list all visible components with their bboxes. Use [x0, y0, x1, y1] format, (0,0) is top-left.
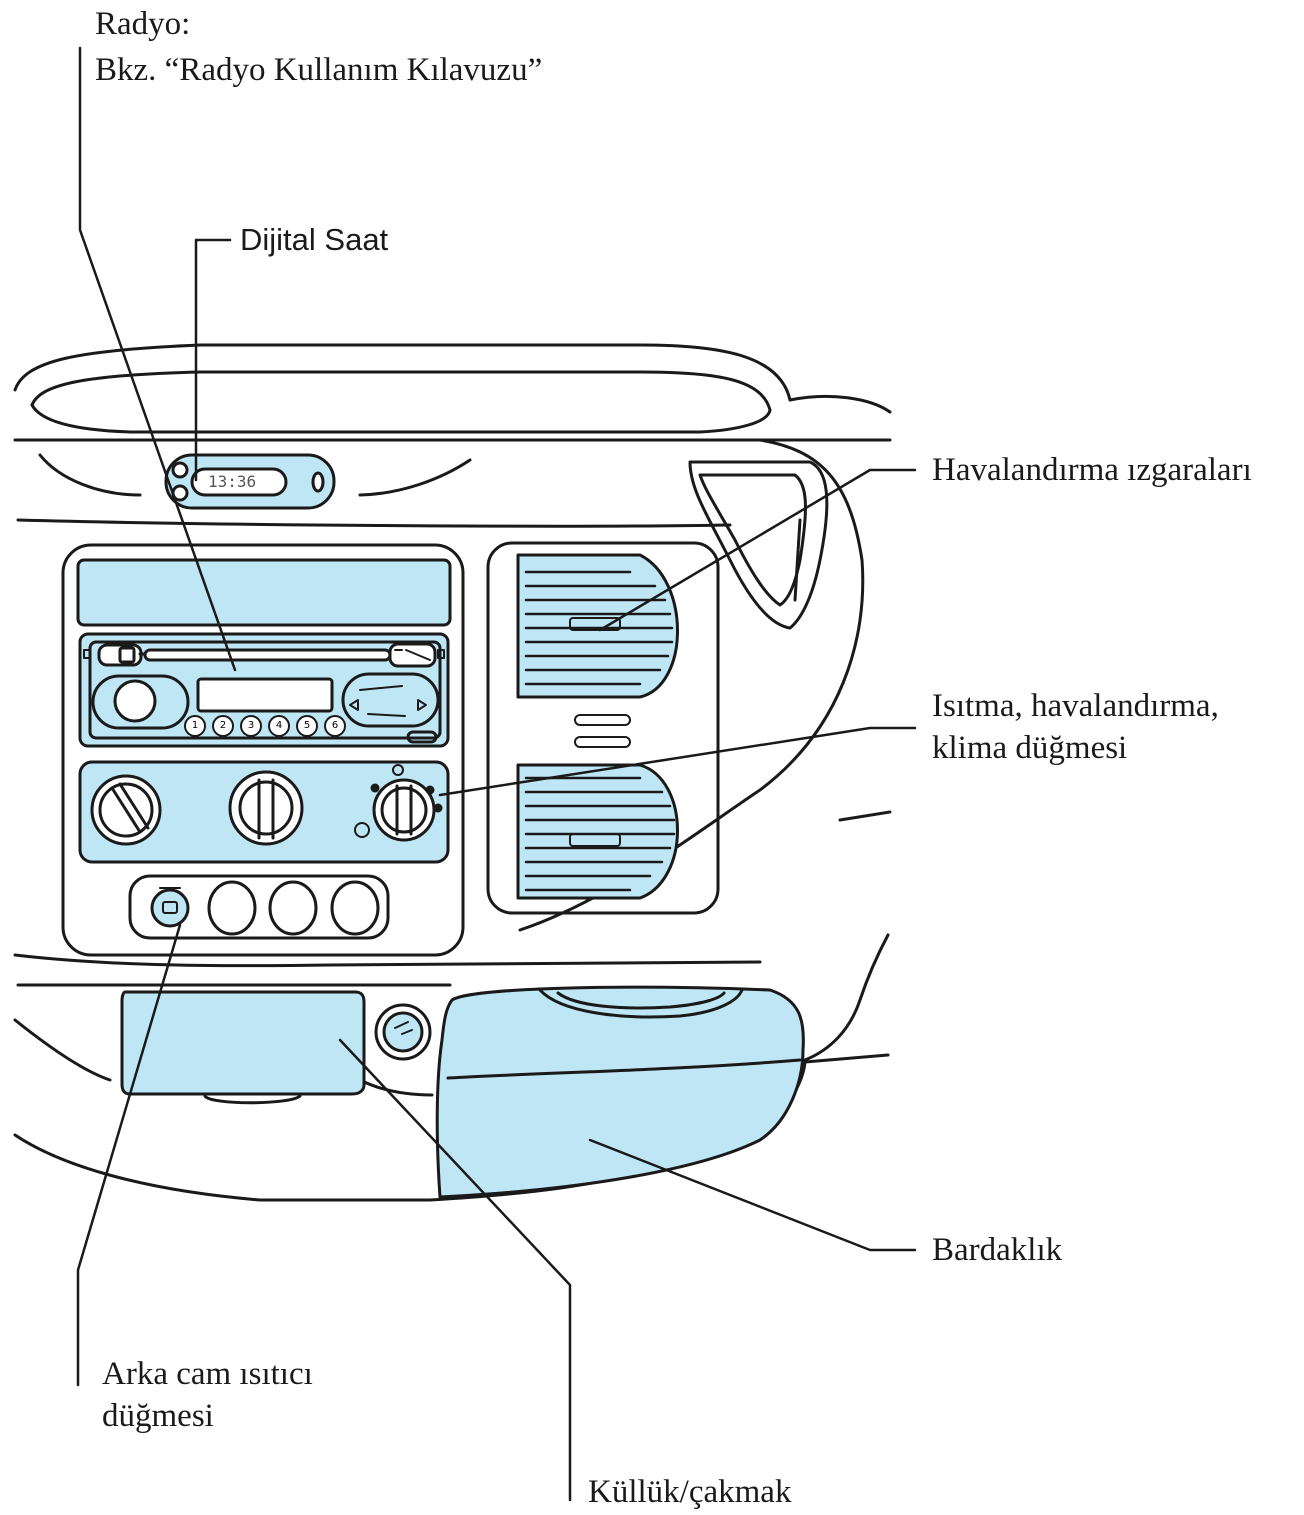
leader-rear-defrost — [76, 923, 182, 1387]
label-radio-reference: Bkz. “Radyo Kullanım Kılavuzu” — [95, 52, 543, 88]
label-heating-line2: klima düğmesi — [932, 730, 1128, 766]
hvac-panel — [78, 760, 450, 864]
label-heating-line1: Isıtma, havalandırma, — [932, 688, 1219, 724]
lower-dash — [13, 933, 890, 1202]
radio-unit — [78, 632, 450, 748]
label-ashtray-lighter: Küllük/çakmak — [588, 1474, 792, 1510]
preset-button[interactable]: 6 — [324, 715, 346, 737]
preset-button[interactable]: 4 — [268, 715, 290, 737]
label-air-vents: Havalandırma ızgaraları — [932, 452, 1252, 488]
leader-clock — [194, 238, 232, 482]
label-cup-holder: Bardaklık — [932, 1232, 1063, 1268]
preset-button[interactable]: 5 — [296, 715, 318, 737]
label-rear-defrost-line2: düğmesi — [102, 1398, 214, 1434]
ashtray — [120, 990, 366, 1105]
leader-ashtray — [338, 1038, 572, 1502]
switch-row — [128, 874, 390, 940]
cup-holder — [435, 985, 805, 1199]
clock-display: 13:36 — [208, 472, 257, 491]
leader-hvac — [438, 726, 917, 797]
leader-lines — [76, 46, 917, 1502]
radio-presets: 1 2 3 4 5 6 — [184, 715, 346, 737]
upper-dash — [13, 343, 892, 528]
label-radio-title: Radyo: — [95, 6, 191, 42]
leader-vents — [598, 468, 917, 632]
leader-radio — [78, 46, 237, 672]
label-rear-defrost-line1: Arka cam ısıtıcı — [102, 1356, 313, 1392]
clock-unit — [164, 453, 336, 510]
lighter — [374, 1003, 432, 1061]
preset-button[interactable]: 2 — [212, 715, 234, 737]
label-digital-clock: Dijital Saat — [240, 222, 389, 257]
preset-button[interactable]: 3 — [240, 715, 262, 737]
preset-button[interactable]: 1 — [184, 715, 206, 737]
leader-cupholder — [588, 1138, 917, 1252]
centre-stack — [61, 541, 720, 957]
air-vents — [516, 553, 679, 900]
